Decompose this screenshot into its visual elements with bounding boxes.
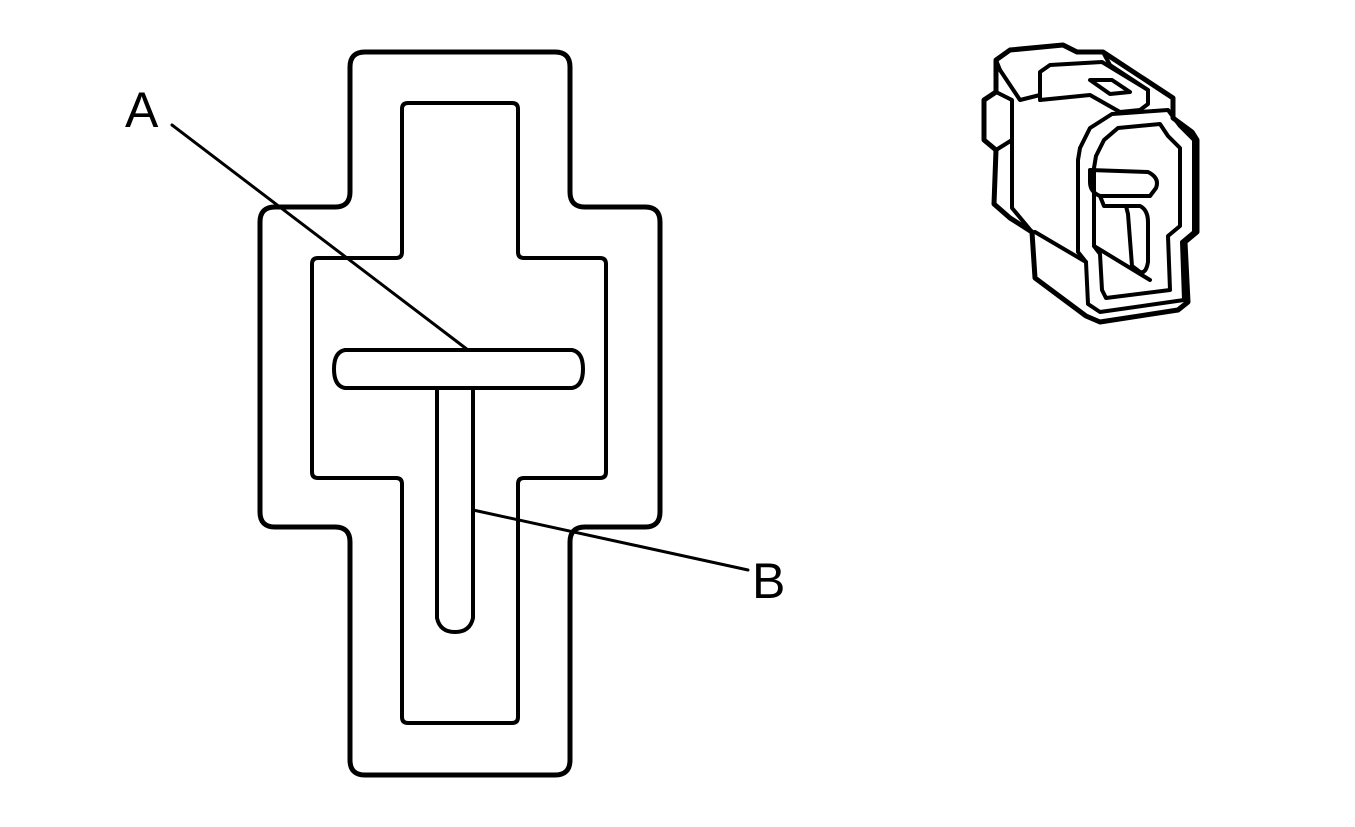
connector-terminal-tab bbox=[1088, 168, 1159, 198]
connector-side-flange bbox=[982, 90, 1014, 152]
connector-bottom-inner-edge bbox=[1092, 244, 1152, 282]
terminal-b-blade bbox=[435, 388, 475, 634]
connector-rear-top-edge bbox=[994, 58, 1042, 102]
callout-b-leader bbox=[471, 508, 750, 572]
connector-inner-ledge bbox=[1098, 194, 1128, 208]
connector-latch-rib bbox=[1101, 50, 1150, 92]
connector-bottom-edge bbox=[1033, 230, 1088, 264]
connector-front-face bbox=[1076, 108, 1196, 314]
connector-side-edge bbox=[1010, 138, 1034, 234]
connector-isometric-view bbox=[981, 42, 1200, 325]
callout-b-label: B bbox=[752, 553, 785, 609]
terminal-a-blade bbox=[332, 348, 585, 390]
callout-a-leader bbox=[170, 123, 470, 352]
connector-inner-cavity bbox=[310, 101, 608, 725]
connector-face-view bbox=[257, 49, 663, 778]
connector-top-latch bbox=[1038, 60, 1150, 114]
connector-latch-slot bbox=[1088, 78, 1132, 96]
connector-outer-housing bbox=[257, 49, 663, 778]
callout-a-label: A bbox=[125, 82, 159, 138]
